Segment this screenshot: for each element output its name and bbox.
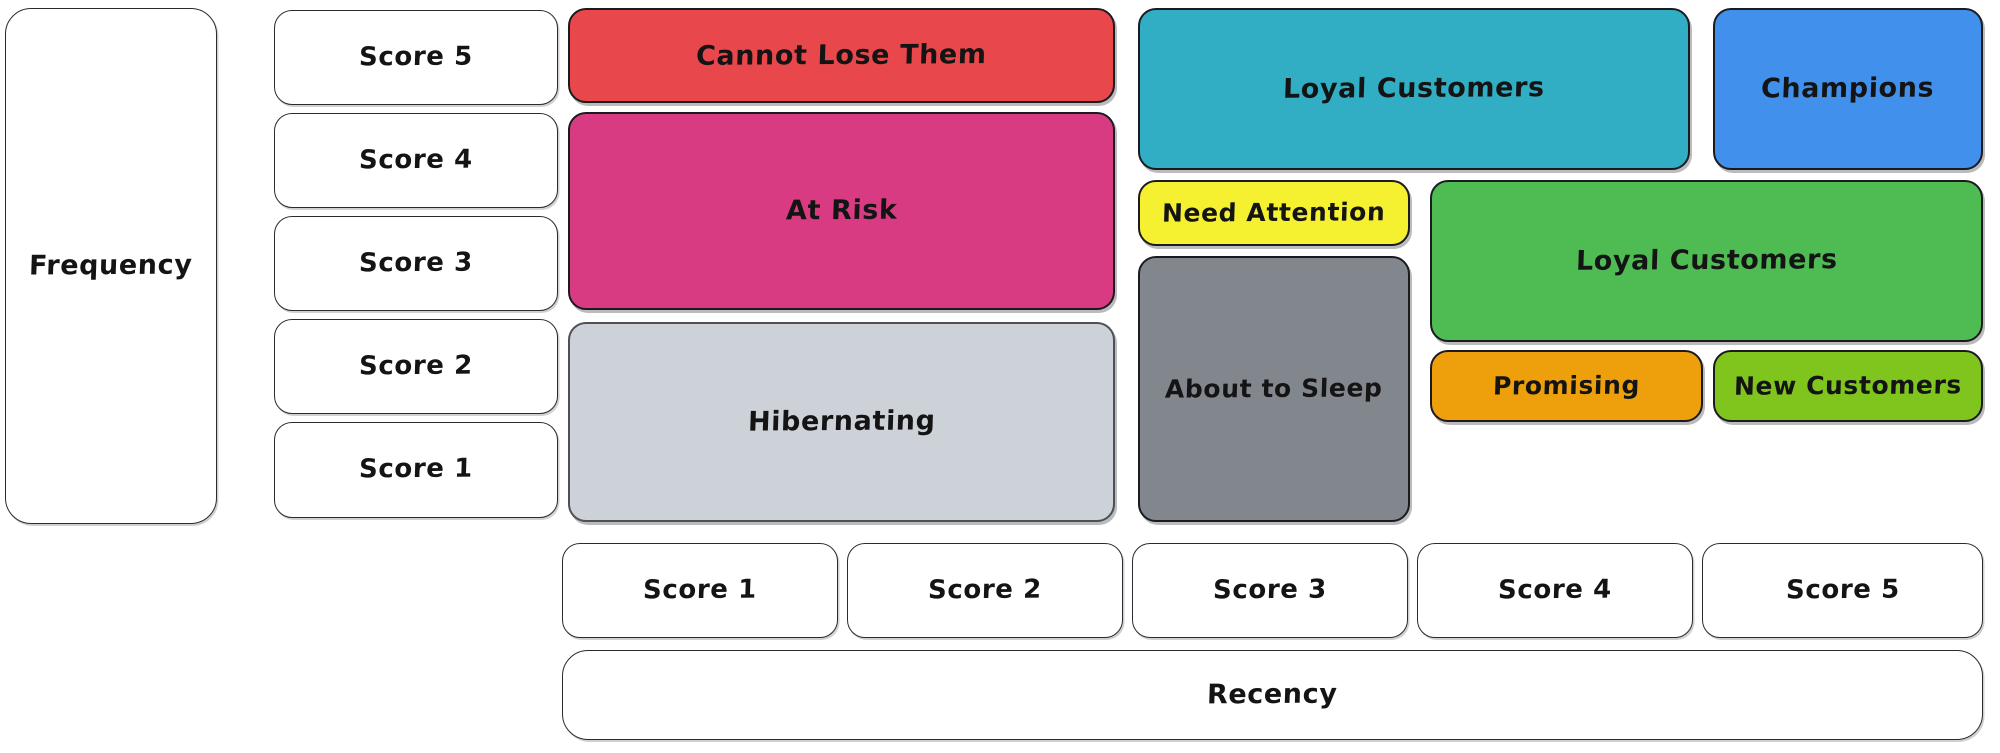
segment-about-to-sleep-label: About to Sleep [1164, 372, 1384, 404]
recency-score-3-label: Score 3 [1212, 574, 1328, 605]
segment-need-attention[interactable]: Need Attention [1138, 180, 1410, 246]
recency-score-2[interactable]: Score 2 [847, 543, 1123, 638]
recency-score-1[interactable]: Score 1 [562, 543, 838, 638]
frequency-axis-label: Frequency [5, 8, 217, 524]
segment-loyal-customers-teal-label: Loyal Customers [1282, 72, 1546, 106]
frequency-score-3[interactable]: Score 3 [274, 216, 558, 311]
segment-hibernating-label: Hibernating [747, 405, 936, 439]
segment-loyal-customers-green-label: Loyal Customers [1575, 244, 1838, 278]
frequency-score-2[interactable]: Score 2 [274, 319, 558, 414]
recency-score-5[interactable]: Score 5 [1702, 543, 1983, 638]
recency-score-3[interactable]: Score 3 [1132, 543, 1408, 638]
segment-at-risk-label: At Risk [785, 195, 898, 227]
segment-promising-label: Promising [1492, 370, 1641, 401]
segment-need-attention-label: Need Attention [1161, 196, 1387, 228]
segment-hibernating[interactable]: Hibernating [568, 322, 1115, 522]
segment-cannot-lose-them-label: Cannot Lose Them [695, 39, 988, 72]
segment-new-customers[interactable]: New Customers [1713, 350, 1983, 422]
segment-cannot-lose-them[interactable]: Cannot Lose Them [568, 8, 1115, 103]
segment-champions[interactable]: Champions [1713, 8, 1983, 170]
frequency-score-1-label: Score 1 [358, 453, 474, 485]
recency-axis-label: Recency [562, 650, 1983, 740]
segment-loyal-customers-green[interactable]: Loyal Customers [1430, 180, 1983, 342]
segment-about-to-sleep[interactable]: About to Sleep [1138, 256, 1410, 522]
segment-loyal-customers-teal[interactable]: Loyal Customers [1138, 8, 1690, 170]
frequency-score-4-label: Score 4 [358, 144, 474, 175]
frequency-score-5[interactable]: Score 5 [274, 10, 558, 105]
frequency-score-1[interactable]: Score 1 [274, 422, 558, 518]
frequency-score-3-label: Score 3 [358, 247, 474, 278]
recency-score-2-label: Score 2 [927, 574, 1043, 605]
recency-axis-label-text: Recency [1206, 679, 1339, 711]
recency-score-5-label: Score 5 [1785, 574, 1900, 605]
recency-score-1-label: Score 1 [642, 574, 758, 605]
frequency-score-4[interactable]: Score 4 [274, 113, 558, 208]
segment-promising[interactable]: Promising [1430, 350, 1703, 422]
recency-score-4-label: Score 4 [1497, 574, 1613, 605]
frequency-score-5-label: Score 5 [358, 41, 474, 72]
segment-at-risk[interactable]: At Risk [568, 112, 1115, 310]
segment-champions-label: Champions [1760, 72, 1936, 105]
recency-score-4[interactable]: Score 4 [1417, 543, 1693, 638]
frequency-score-2-label: Score 2 [358, 350, 474, 381]
frequency-axis-label-text: Frequency [28, 249, 194, 282]
segment-new-customers-label: New Customers [1733, 369, 1963, 401]
